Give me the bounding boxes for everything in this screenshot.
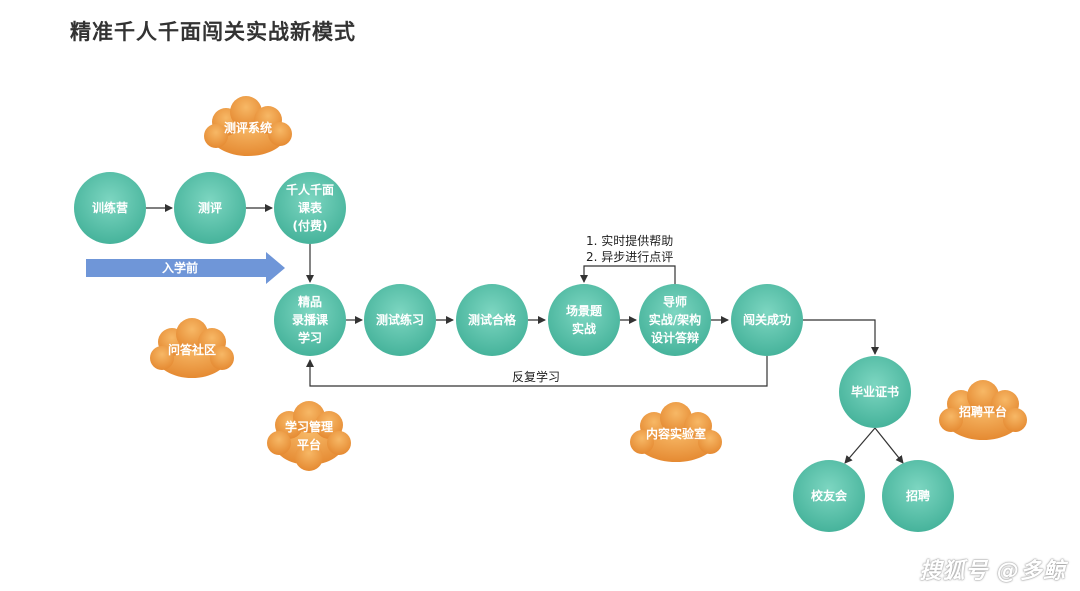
node-custom-course: 千人千面 课表 (付费) <box>274 172 346 244</box>
node-label: 测评 <box>198 200 222 215</box>
node-label: 录播课 <box>292 312 329 327</box>
feedback-label-1: 1. 实时提供帮助 <box>586 233 673 248</box>
cloud-label: 学习管理 <box>285 419 333 434</box>
edge-graduation-to-recruit <box>874 427 904 464</box>
node-alumni: 校友会 <box>793 460 865 532</box>
node-test-pass: 测试合格 <box>456 284 528 356</box>
node-label: 训练营 <box>92 200 128 215</box>
edge-graduation-to-alumni <box>844 427 876 464</box>
node-label: 闯关成功 <box>743 312 791 327</box>
cloud-label: 平台 <box>297 437 321 452</box>
cloud-label: 测评系统 <box>224 120 272 135</box>
node-training-camp: 训练营 <box>74 172 146 244</box>
node-scenario: 场景题 实战 <box>548 284 620 356</box>
cloud-learning-mgmt: 学习管理 平台 <box>267 401 351 471</box>
node-label: 测试合格 <box>468 312 517 327</box>
node-label: (付费) <box>293 218 328 233</box>
node-label: 毕业证书 <box>851 384 899 399</box>
node-test-practice: 测试练习 <box>364 284 436 356</box>
cloud-content-lab: 内容实验室 <box>630 402 722 462</box>
node-label: 学习 <box>298 330 322 345</box>
node-mentor: 导师 实战/架构 设计答辩 <box>639 284 711 356</box>
node-label: 课表 <box>298 200 323 215</box>
edge-mentor-feedback <box>580 265 676 285</box>
watermark: 搜狐号 @多鲸 <box>919 559 1066 584</box>
node-label: 测试练习 <box>376 312 424 327</box>
node-label: 导师 <box>663 294 687 309</box>
cloud-label: 问答社区 <box>168 342 216 357</box>
pre-study-arrow: 入学前 <box>86 252 285 284</box>
node-label: 实战 <box>572 321 596 336</box>
repeat-label: 反复学习 <box>512 369 560 384</box>
cloud-recruit-platform: 招聘平台 <box>939 380 1027 440</box>
node-label: 精品 <box>298 294 322 309</box>
node-label: 场景题 <box>566 304 603 318</box>
pre-study-label: 入学前 <box>162 260 198 275</box>
cloud-label: 内容实验室 <box>646 426 706 441</box>
node-recorded-course: 精品 录播课 学习 <box>274 284 346 356</box>
node-label: 实战/架构 <box>649 312 701 327</box>
cloud-qa-community: 问答社区 <box>150 318 234 378</box>
node-label: 千人千面 <box>286 182 334 197</box>
edge-repeat-learning <box>306 356 768 387</box>
node-label: 设计答辩 <box>651 330 699 345</box>
node-success: 闯关成功 <box>731 284 803 356</box>
node-assessment: 测评 <box>174 172 246 244</box>
edges <box>146 204 904 464</box>
cloud-assessment-system: 测评系统 <box>204 96 292 156</box>
cloud-label: 招聘平台 <box>959 404 1007 419</box>
feedback-label-2: 2. 异步进行点评 <box>586 250 673 264</box>
node-label: 招聘 <box>906 488 930 503</box>
node-graduation: 毕业证书 <box>839 356 911 428</box>
node-label: 校友会 <box>811 488 848 503</box>
edge-success-to-graduation <box>803 319 879 355</box>
page-title: 精准千人千面闯关实战新模式 <box>70 20 356 44</box>
node-recruit: 招聘 <box>882 460 954 532</box>
